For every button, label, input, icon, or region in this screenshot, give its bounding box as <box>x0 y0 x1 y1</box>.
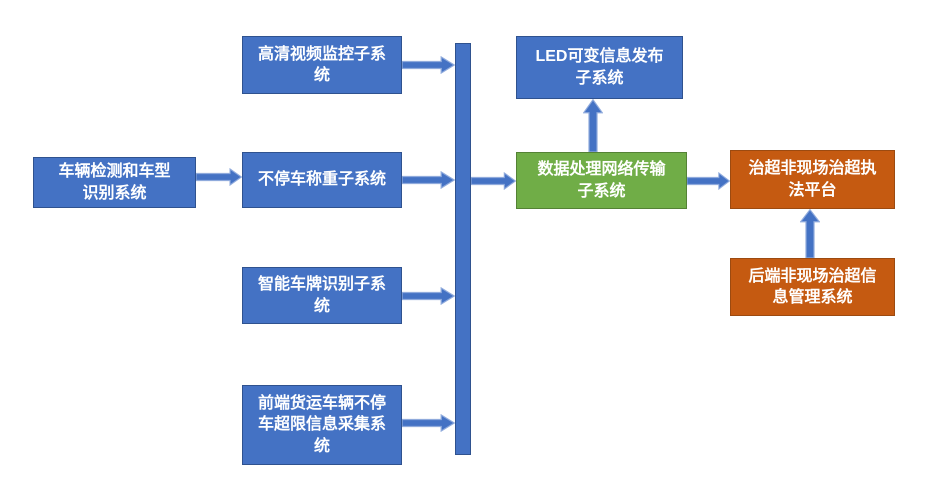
node-vehicle-detection-system: 车辆检测和车型 识别系统 <box>33 157 196 208</box>
node-plate-recognition-subsystem: 智能车牌识别子系 统 <box>242 267 402 324</box>
node-led-variable-message-subsystem: LED可变信息发布 子系统 <box>516 36 683 99</box>
node-offsite-enforcement-platform: 治超非现场治超执 法平台 <box>730 150 895 209</box>
arrow-plate-to-bar-icon <box>402 287 455 305</box>
node-front-overload-info-collection-system: 前端货运车辆不停 车超限信息采集系 统 <box>242 385 402 465</box>
arrow-vehicle-to-weigh-icon <box>196 168 242 186</box>
collector-bar <box>455 43 471 455</box>
arrow-hdvideo-to-bar-icon <box>402 56 455 74</box>
node-weigh-in-motion-subsystem: 不停车称重子系统 <box>242 152 402 208</box>
arrow-bar-to-dataprocessing-icon <box>471 172 516 190</box>
node-hd-video-monitoring-subsystem: 高清视频监控子系 统 <box>242 36 402 94</box>
arrow-dataprocessing-to-platform-icon <box>687 172 730 190</box>
node-data-processing-network-subsystem: 数据处理网络传输 子系统 <box>516 152 687 209</box>
arrow-dataprocessing-to-led-icon <box>583 99 603 152</box>
arrow-weigh-to-bar-icon <box>402 171 455 189</box>
arrow-backend-to-platform-icon <box>800 209 820 258</box>
arrow-front-to-bar-icon <box>402 414 455 432</box>
node-backend-info-management-system: 后端非现场治超信 息管理系统 <box>730 258 895 316</box>
